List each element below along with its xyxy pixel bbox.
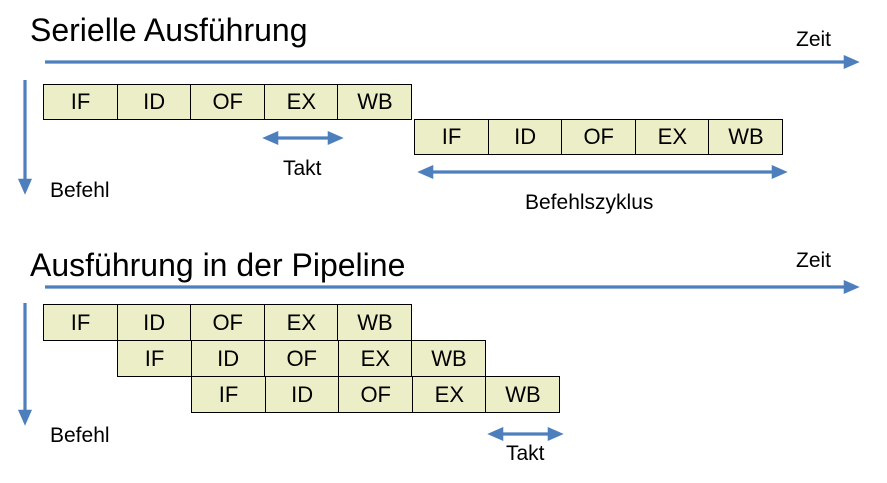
time-axis-label-pipeline: Zeit — [796, 249, 832, 272]
stage-cell-ex: EX — [263, 304, 339, 341]
stage-cell-id: ID — [487, 119, 563, 155]
stage-cell-id: ID — [116, 304, 192, 341]
stage-cell-if: IF — [117, 340, 192, 377]
pipeline-instruction-1-row: IF ID OF EX WB — [43, 304, 413, 341]
stage-cell-if: IF — [414, 119, 489, 155]
stage-cell-wb: WB — [337, 84, 413, 120]
stage-cell-wb: WB — [337, 304, 413, 341]
pipeline-instruction-3-row: IF ID OF EX WB — [191, 376, 561, 413]
clock-label-serial: Takt — [283, 157, 322, 180]
stage-cell-of: OF — [264, 340, 340, 377]
stage-cell-if: IF — [43, 304, 118, 341]
instruction-axis-label-pipeline: Befehl — [50, 424, 110, 447]
stage-cell-of: OF — [338, 376, 414, 413]
serial-instruction-1-row: IF ID OF EX WB — [43, 84, 413, 120]
instruction-cycle-label: Befehlszyklus — [525, 191, 654, 214]
clock-label-pipeline: Takt — [506, 442, 545, 465]
stage-cell-id: ID — [116, 84, 192, 120]
stage-cell-wb: WB — [485, 376, 561, 413]
stage-cell-of: OF — [561, 119, 637, 155]
instruction-axis-label-serial: Befehl — [50, 179, 110, 202]
stage-cell-ex: EX — [263, 84, 339, 120]
stage-cell-if: IF — [191, 376, 266, 413]
serial-instruction-2-row: IF ID OF EX WB — [414, 119, 784, 155]
section-title-pipeline: Ausführung in der Pipeline — [30, 247, 406, 283]
stage-cell-of: OF — [190, 84, 266, 120]
stage-cell-if: IF — [43, 84, 118, 120]
stage-cell-of: OF — [190, 304, 266, 341]
stage-cell-ex: EX — [411, 376, 487, 413]
stage-cell-id: ID — [190, 340, 266, 377]
stage-cell-ex: EX — [337, 340, 413, 377]
stage-cell-wb: WB — [411, 340, 487, 377]
stage-cell-ex: EX — [634, 119, 710, 155]
time-axis-label-serial: Zeit — [796, 28, 832, 51]
stage-cell-wb: WB — [708, 119, 784, 155]
stage-cell-id: ID — [264, 376, 340, 413]
pipeline-instruction-2-row: IF ID OF EX WB — [117, 340, 487, 377]
section-title-serial: Serielle Ausführung — [30, 12, 308, 48]
